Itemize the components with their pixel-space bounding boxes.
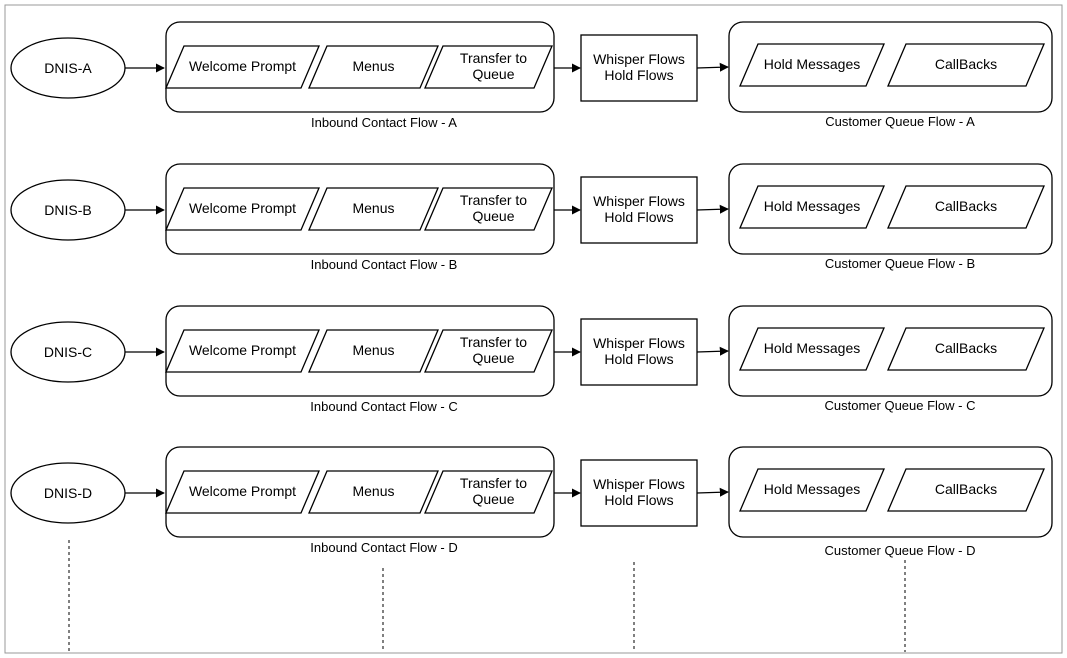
menus-label: Menus xyxy=(352,58,394,74)
inbound-caption: Inbound Contact Flow - C xyxy=(310,399,457,414)
welcome-prompt-label: Welcome Prompt xyxy=(189,342,296,358)
hold-messages-shape xyxy=(739,327,885,371)
menus-label: Menus xyxy=(352,483,394,499)
welcome-prompt-label: Welcome Prompt xyxy=(189,58,296,74)
whisper-to-queue-arrow xyxy=(696,204,729,214)
callbacks-label: CallBacks xyxy=(935,56,997,72)
dashed-lines xyxy=(68,540,906,652)
transfer-to-queue-shape xyxy=(424,329,553,373)
hold-messages-shape xyxy=(739,43,885,87)
welcome-prompt-shape xyxy=(165,187,320,231)
callbacks-shape xyxy=(887,185,1045,229)
whisper-to-queue-arrow xyxy=(696,346,729,356)
whisper-box xyxy=(580,318,698,386)
hold-messages-shape xyxy=(739,468,885,512)
welcome-prompt-label: Welcome Prompt xyxy=(189,483,296,499)
welcome-prompt-shape xyxy=(165,45,320,89)
hold-messages-label: Hold Messages xyxy=(764,56,861,72)
welcome-prompt-label: Welcome Prompt xyxy=(189,200,296,216)
whisper-box xyxy=(580,34,698,102)
inbound-caption: Inbound Contact Flow - D xyxy=(310,540,457,555)
callbacks-label: CallBacks xyxy=(935,340,997,356)
menus-label: Menus xyxy=(352,342,394,358)
dnis-label: DNIS-D xyxy=(44,485,92,501)
callbacks-shape xyxy=(887,468,1045,512)
queue-caption: Customer Queue Flow - D xyxy=(825,543,976,558)
menus-label: Menus xyxy=(352,200,394,216)
queue-caption: Customer Queue Flow - A xyxy=(825,114,975,129)
hold-messages-label: Hold Messages xyxy=(764,481,861,497)
inbound-caption: Inbound Contact Flow - B xyxy=(311,257,458,272)
transfer-to-queue-shape xyxy=(424,45,553,89)
queue-caption: Customer Queue Flow - B xyxy=(825,256,975,271)
dnis-label: DNIS-A xyxy=(44,60,92,76)
queue-caption: Customer Queue Flow - C xyxy=(825,398,976,413)
hold-messages-shape xyxy=(739,185,885,229)
callbacks-shape xyxy=(887,327,1045,371)
menus-shape xyxy=(308,187,439,231)
transfer-to-queue-shape xyxy=(424,187,553,231)
whisper-to-queue-arrow xyxy=(696,62,729,72)
menus-shape xyxy=(308,329,439,373)
inbound-caption: Inbound Contact Flow - A xyxy=(311,115,457,130)
callbacks-shape xyxy=(887,43,1045,87)
hold-messages-label: Hold Messages xyxy=(764,198,861,214)
callbacks-label: CallBacks xyxy=(935,481,997,497)
dnis-label: DNIS-C xyxy=(44,344,92,360)
whisper-to-queue-arrow xyxy=(696,487,729,497)
diagram-frame xyxy=(4,4,1063,654)
menus-shape xyxy=(308,45,439,89)
whisper-box xyxy=(580,459,698,527)
welcome-prompt-shape xyxy=(165,329,320,373)
hold-messages-label: Hold Messages xyxy=(764,340,861,356)
menus-shape xyxy=(308,470,439,514)
dnis-label: DNIS-B xyxy=(44,202,91,218)
transfer-to-queue-shape xyxy=(424,470,553,514)
callbacks-label: CallBacks xyxy=(935,198,997,214)
welcome-prompt-shape xyxy=(165,470,320,514)
